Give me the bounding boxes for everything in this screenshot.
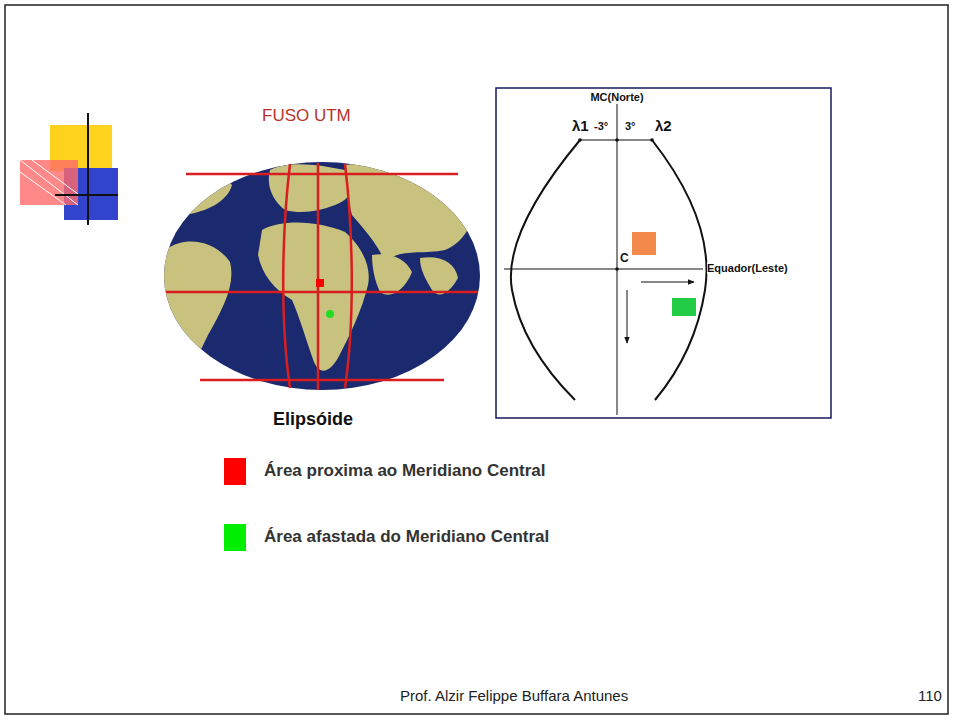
legend-swatch bbox=[224, 524, 246, 551]
page-number: 110 bbox=[918, 688, 942, 705]
degree-label: -3° bbox=[594, 120, 608, 132]
figure-title: FUSO UTM bbox=[262, 107, 351, 126]
legend-swatch bbox=[224, 458, 246, 485]
legend-text: Área proxima ao Meridiano Central bbox=[264, 462, 546, 481]
author-footer: Prof. Alzir Felippe Buffara Antunes bbox=[400, 688, 628, 705]
slide-frame bbox=[5, 5, 948, 714]
figure-caption: Elipsóide bbox=[273, 410, 353, 430]
degree-label: 3° bbox=[625, 120, 636, 132]
meridian-label: MC(Norte) bbox=[590, 91, 643, 103]
equator-label: Equador(Leste) bbox=[707, 262, 788, 274]
globe bbox=[160, 162, 480, 390]
decor-squares bbox=[20, 113, 118, 225]
legend-text: Área afastada do Meridiano Central bbox=[264, 528, 549, 547]
longitude-label: λ1 bbox=[572, 118, 589, 135]
longitude-label: λ2 bbox=[655, 118, 672, 135]
center-point-label: C bbox=[620, 252, 629, 265]
utm-zone-diagram bbox=[496, 88, 831, 418]
